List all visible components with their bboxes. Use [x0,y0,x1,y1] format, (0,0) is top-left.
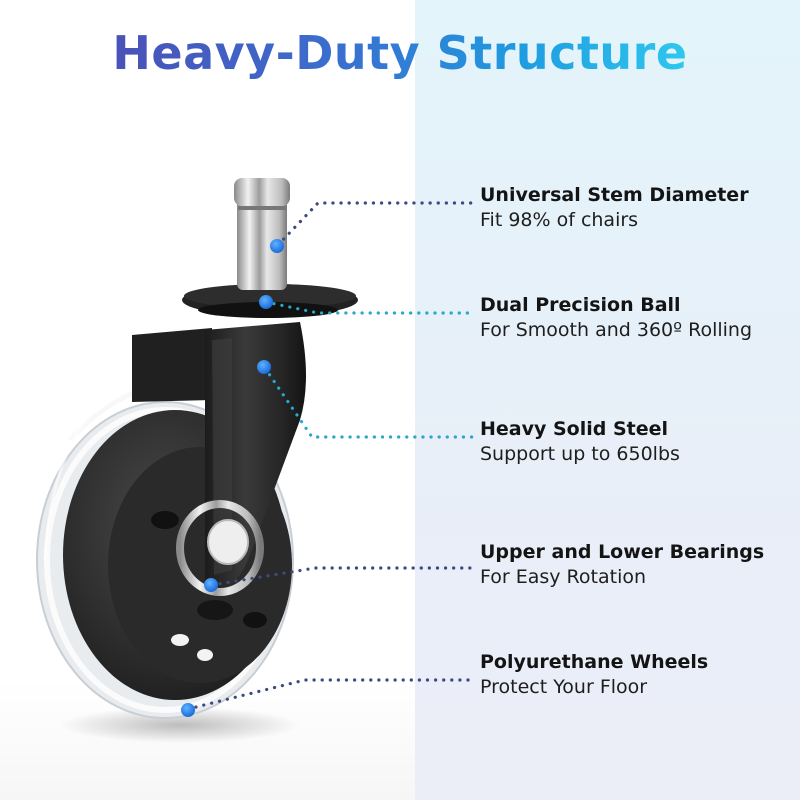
callout-bearings: Upper and Lower Bearings For Easy Rotati… [480,540,764,590]
feature-panel [415,0,800,800]
leader-line-ball [264,300,474,315]
axle-bearing [176,500,264,596]
leader-lines [186,201,474,711]
marker-dot-ball [259,295,273,309]
stem [237,190,287,290]
callout-stem: Universal Stem Diameter Fit 98% of chair… [480,183,749,233]
callout-subtext: Protect Your Floor [480,676,648,698]
callout-heading: Heavy Solid Steel [480,418,669,440]
callout-heading: Upper and Lower Bearings [480,541,765,563]
callout-ball: Dual Precision Ball For Smooth and 360º … [480,293,752,343]
callout-subtext: For Easy Rotation [480,566,647,588]
callout-wheels: Polyurethane Wheels Protect Your Floor [480,650,708,700]
callout-heading: Universal Stem Diameter [480,184,749,206]
page-title: Heavy-Duty Structure [112,26,688,80]
callout-heading: Polyurethane Wheels [480,651,709,673]
floor-shadow [60,707,300,743]
leader-line-bearings [210,566,474,587]
callout-steel: Heavy Solid Steel Support up to 650lbs [480,417,680,467]
callout-subtext: Fit 98% of chairs [480,209,639,231]
callout-subtext: For Smooth and 360º Rolling [480,319,753,341]
marker-dot-stem [270,239,284,253]
marker-dot-steel [257,360,271,374]
leader-line-stem [276,201,474,247]
marker-dot-wheels [181,703,195,717]
callout-subtext: Support up to 650lbs [480,443,680,465]
marker-dot-bearings [204,578,218,592]
callout-heading: Dual Precision Ball [480,294,681,316]
leader-line-wheels [186,678,474,711]
